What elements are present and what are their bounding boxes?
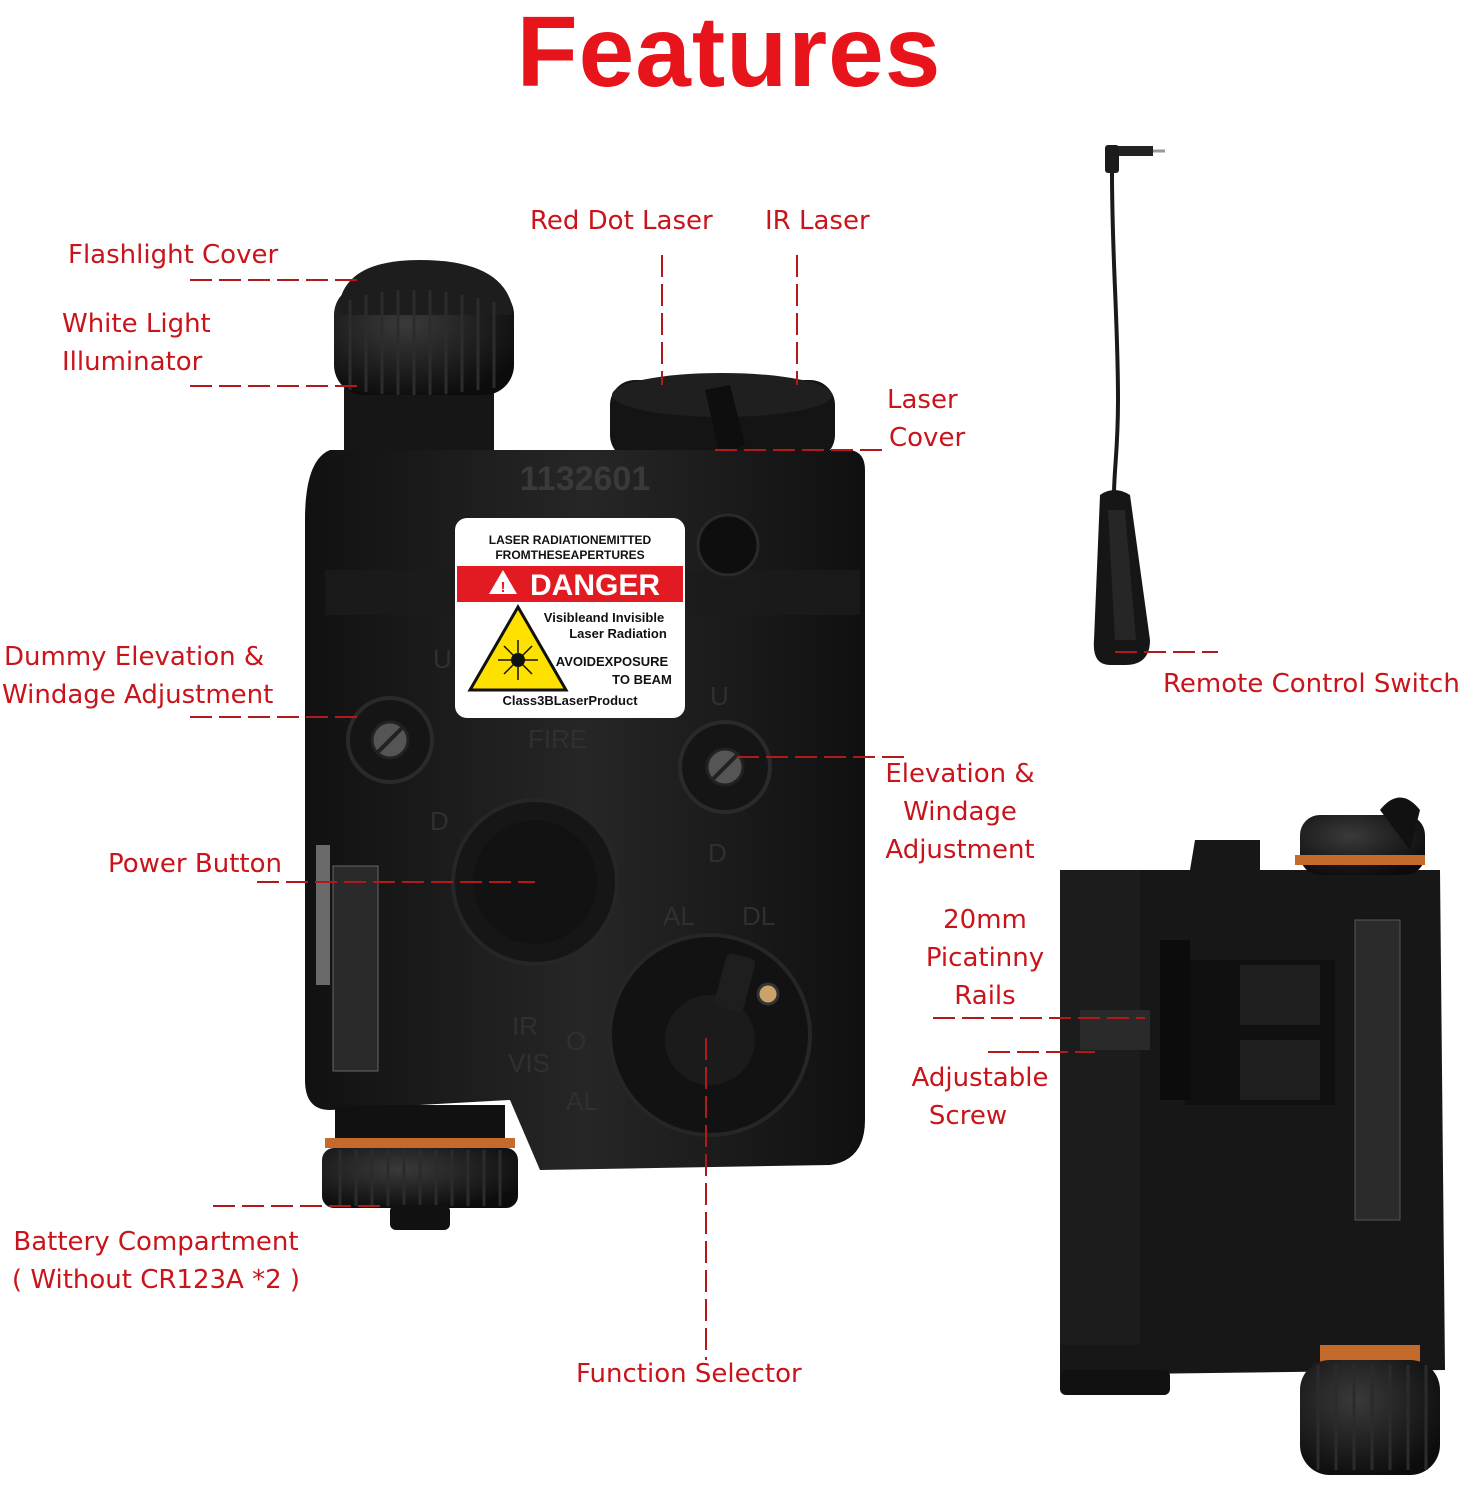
label-battery-line1: Battery Compartment [13,1227,299,1257]
label-white-light-line1: White Light [62,309,211,339]
danger-text: DANGER [530,569,660,602]
warning-text-line2: FROMTHESEAPERTURES [495,548,644,562]
mark-vis: VIS [508,1048,550,1078]
avoid-text-line1: AVOIDEXPOSURE [556,654,669,669]
mark-dl: DL [742,901,775,931]
label-power-button: Power Button [108,849,282,879]
label-rails-line1: 20mm [943,905,1027,935]
label-laser-cover-line1: Laser [887,385,958,415]
warning-text-line1: LASER RADIATIONEMITTED [489,533,652,547]
label-white-light-line2: Illuminator [62,347,203,377]
label-function-selector: Function Selector [576,1359,802,1389]
label-ir-laser: IR Laser [765,206,870,236]
main-unit: 1132601 LASER RADIATIONEMITTED FROMTHESE… [305,260,865,1230]
leader-lines [190,255,1218,1360]
label-remote-switch: Remote Control Switch [1163,669,1458,699]
label-flashlight-cover: Flashlight Cover [68,240,279,270]
label-dummy-adj-line1: Dummy Elevation & [4,642,265,672]
mark-u-right: U [710,681,729,711]
label-rails-line2: Picatinny [925,943,1045,973]
avoid-text-line2: TO BEAM [612,672,672,687]
mark-fire: FIRE [528,724,587,754]
mark-al-top: AL [663,901,695,931]
battery-cap [322,1105,518,1230]
label-battery-line2: ( Without CR123A *2 ) [11,1265,301,1295]
visible-text-line2: Laser Radiation [569,626,667,641]
warning-triangle-icon [489,570,517,594]
mark-ir: IR [512,1011,538,1041]
label-laser-cover-line2: Cover [889,423,966,453]
class-text: Class3BLaserProduct [502,693,638,708]
side-view-unit [1060,797,1445,1475]
label-dummy-adj-line2: Windage Adjustment [2,680,274,710]
svg-text:!: ! [501,579,506,596]
label-rails-line3: Rails [954,981,1016,1011]
serial-number: 1132601 [520,460,651,498]
dummy-adjuster [346,696,434,784]
label-screw-line1: Adjustable [911,1063,1049,1093]
remote-control-unit [1093,145,1165,665]
mark-u-left: U [433,644,452,674]
laser-warning-label: LASER RADIATIONEMITTED FROMTHESEAPERTURE… [455,518,685,718]
laser-cover [610,373,835,460]
mark-d-left: D [430,806,449,836]
label-screw-line2: Screw [928,1101,1008,1131]
function-selector-knob [608,933,812,1137]
flashlight-cover [334,260,514,470]
mark-al-bottom: AL [566,1086,598,1116]
page-title: Features [516,0,942,108]
mark-o: O [566,1026,586,1056]
label-elev-adj-line2: Windage [903,797,1017,827]
label-elev-adj-line1: Elevation & [885,759,1035,789]
elevation-adjuster [678,720,772,814]
label-elev-adj-line3: Adjustment [885,835,1035,865]
mark-d-right: D [708,838,727,868]
label-red-dot-laser: Red Dot Laser [530,206,713,236]
visible-text-line1: Visibleand Invisible [544,610,664,625]
